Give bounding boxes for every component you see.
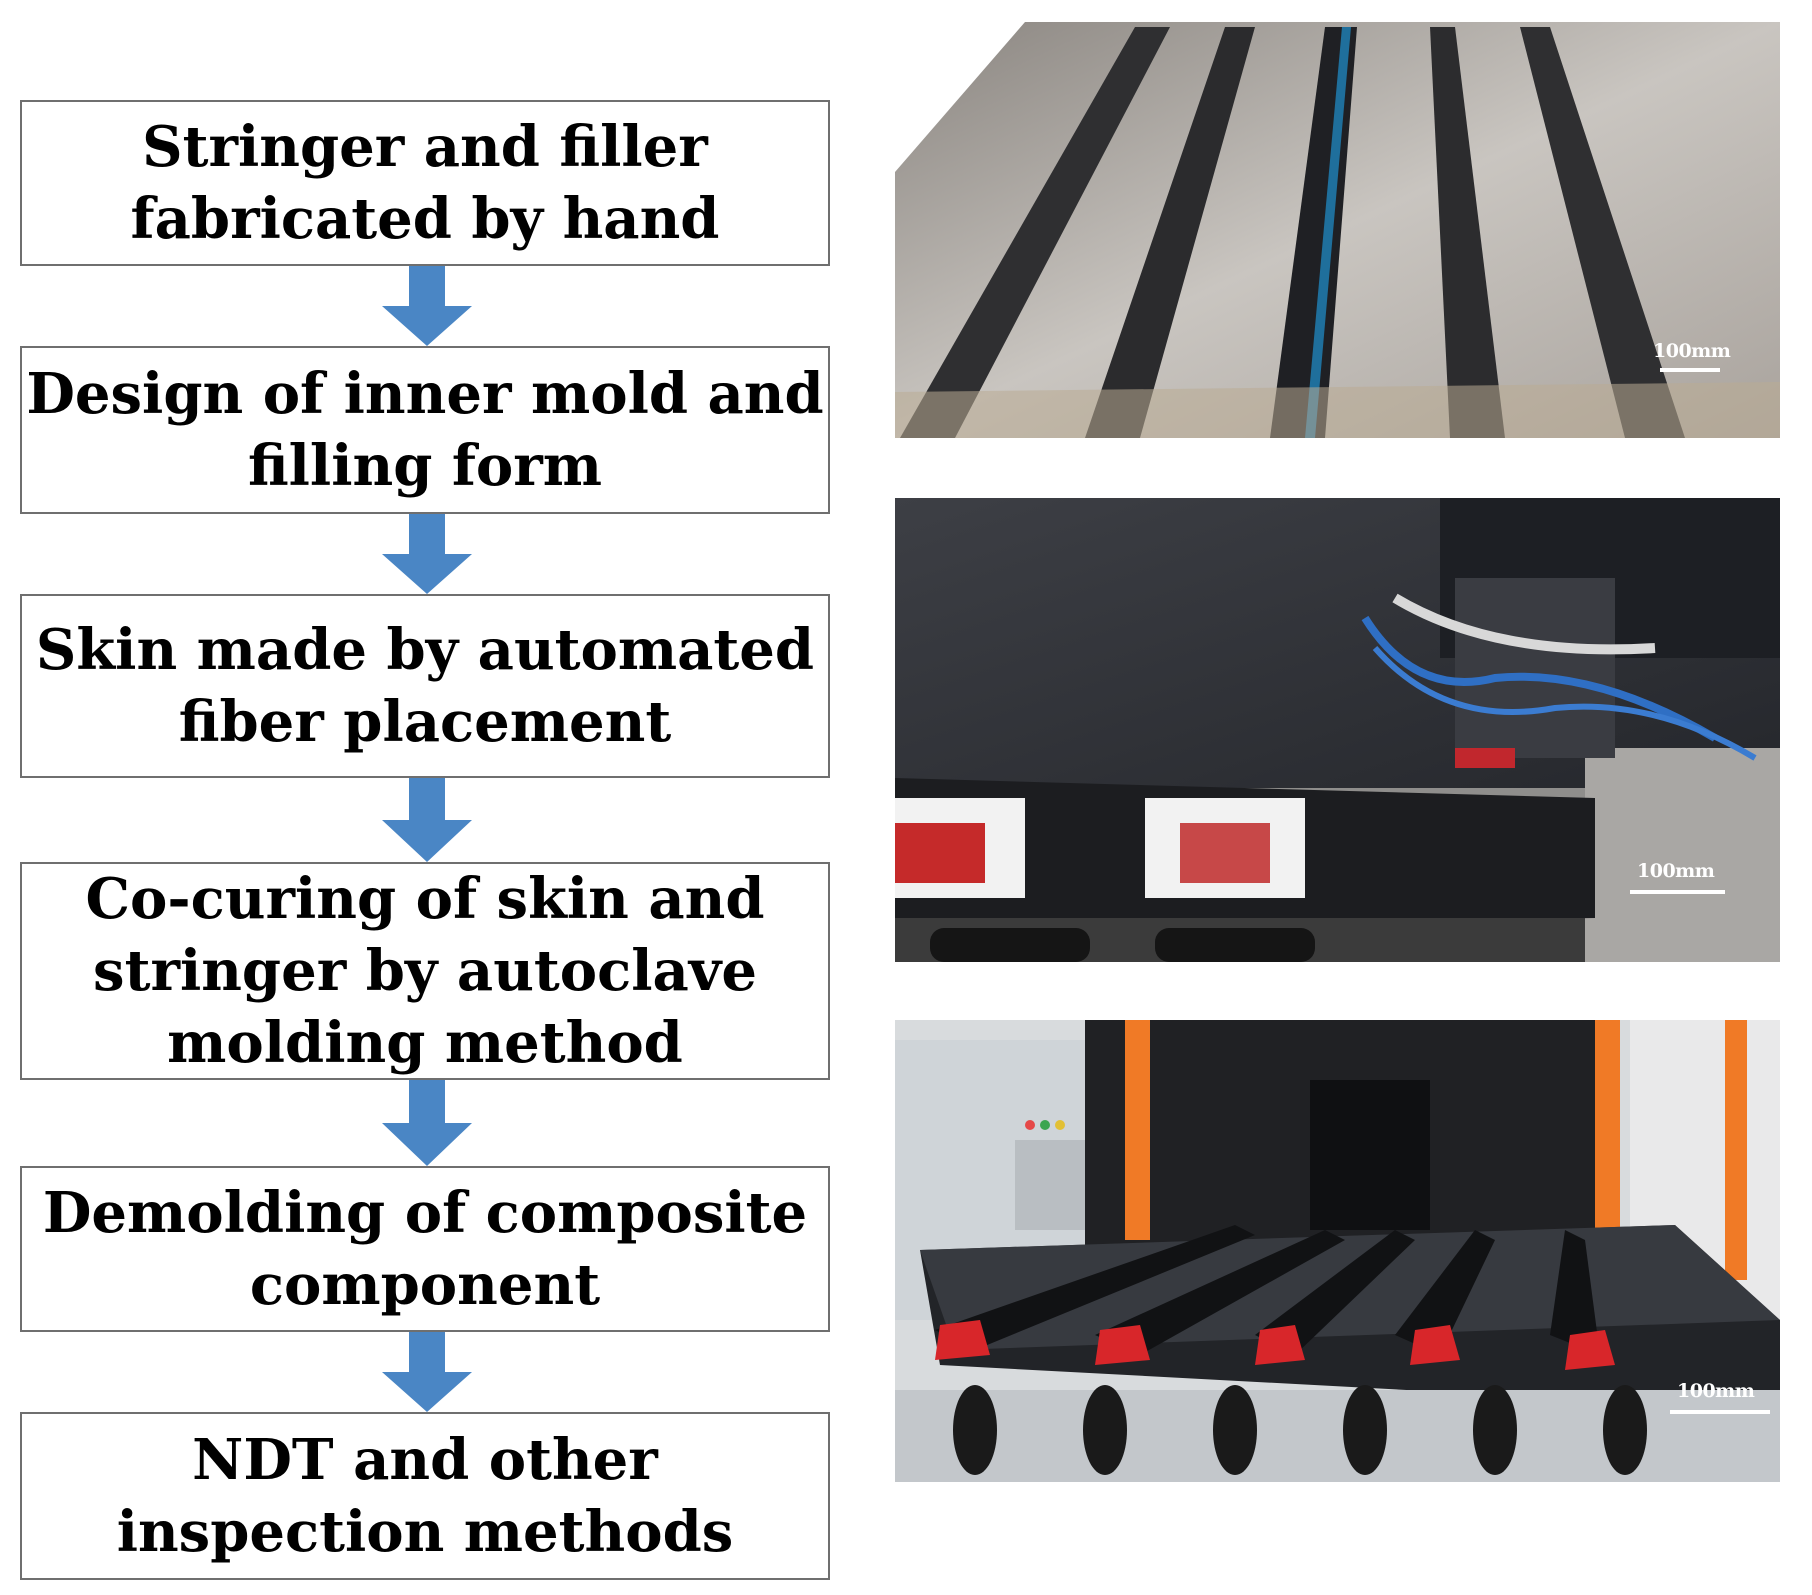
down-arrow-icon xyxy=(382,1080,472,1166)
stringers-mold-image xyxy=(895,22,1780,438)
step-stringer-filler: Stringer and filler fabricated by hand xyxy=(20,100,830,266)
step-text-line: NDT and other xyxy=(192,1427,658,1493)
step-text-line: Co-curing of skin and xyxy=(85,866,765,932)
fiber-placement-image xyxy=(895,498,1780,962)
step-text-line: component xyxy=(249,1252,601,1318)
step-text-line: fiber placement xyxy=(178,689,672,755)
step-text-line: fabricated by hand xyxy=(130,186,720,252)
scale-label: 100mm xyxy=(1677,1380,1755,1402)
down-arrow-icon xyxy=(382,266,472,346)
scale-bar xyxy=(1630,890,1725,894)
photo-autoclave-component: 100mm xyxy=(895,1020,1780,1482)
step-text-line: Skin made by automated xyxy=(35,617,815,683)
step-text-line: stringer by autoclave xyxy=(93,938,757,1004)
down-arrow-icon xyxy=(382,778,472,862)
step-inner-mold-design: Design of inner mold and filling form xyxy=(20,346,830,514)
scale-bar xyxy=(1660,368,1720,372)
step-automated-fiber-placement: Skin made by automated fiber placement xyxy=(20,594,830,778)
step-text-line: Design of inner mold and xyxy=(26,361,824,427)
step-text-line: Stringer and filler xyxy=(142,114,708,180)
scale-label: 100mm xyxy=(1653,340,1731,362)
scale-label: 100mm xyxy=(1637,860,1715,882)
down-arrow-icon xyxy=(382,1332,472,1412)
down-arrow-icon xyxy=(382,514,472,594)
step-text-line: filling form xyxy=(247,433,603,499)
photo-fiber-placement: 100mm xyxy=(895,498,1780,962)
scale-bar xyxy=(1670,1410,1770,1414)
autoclave-component-image xyxy=(895,1020,1780,1482)
step-co-curing-autoclave: Co-curing of skin and stringer by autocl… xyxy=(20,862,830,1080)
step-text-line: inspection methods xyxy=(116,1499,734,1565)
step-ndt-inspection: NDT and other inspection methods xyxy=(20,1412,830,1580)
photo-stringers-on-mold: 100mm xyxy=(895,22,1780,438)
step-demolding: Demolding of composite component xyxy=(20,1166,830,1332)
step-text-line: molding method xyxy=(167,1010,683,1076)
step-text-line: Demolding of composite xyxy=(42,1180,808,1246)
process-flowchart: Stringer and filler fabricated by hand D… xyxy=(0,0,860,1595)
